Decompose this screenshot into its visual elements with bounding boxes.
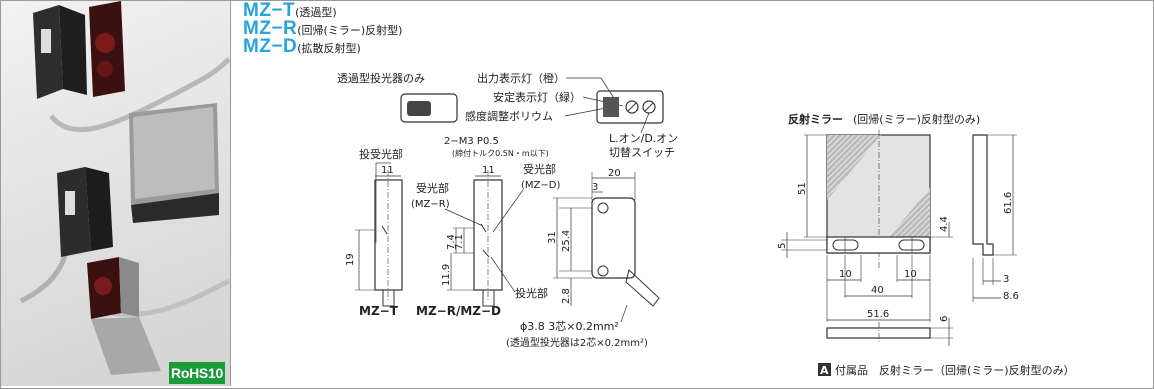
- rx-d-label: 受光部: [523, 162, 556, 176]
- mirror-title-sub: (回帰(ミラー)反射型のみ): [853, 112, 980, 126]
- cable: [19, 250, 69, 304]
- cable: [110, 278, 230, 317]
- mz-rd-cable: [482, 289, 495, 307]
- stable-led-label: 安定表示灯（緑）: [493, 90, 581, 104]
- mz-t-lens: [381, 225, 388, 235]
- side-view-cable: [625, 269, 660, 307]
- cable-note: (透過型投光器は2芯×0.2mm²): [506, 336, 648, 349]
- sensor-photo: [57, 167, 113, 257]
- cable: [49, 57, 230, 132]
- dim-6: 6: [939, 316, 950, 322]
- accessory-badge-text: A: [820, 364, 829, 377]
- product-photo: RoHS10: [1, 1, 231, 386]
- model-title-t: MZ−T(透過型): [243, 0, 402, 21]
- sensor-photo: [33, 5, 87, 99]
- mirror-bottom-view: [826, 327, 931, 339]
- dim-11-9: 11.9: [441, 264, 452, 286]
- model-code: MZ−R: [243, 18, 298, 39]
- rx-r-label: 受光部: [416, 181, 449, 195]
- emitter-window: [407, 101, 431, 116]
- switch-label-bottom: 切替スイッチ: [609, 145, 675, 159]
- drawing-svg: 透過型投光器のみ 出力表示灯（橙） 安定表示灯（緑） 感度調整ボリウム L.オン…: [337, 71, 1075, 377]
- mirror-side-view: [972, 134, 994, 256]
- dimension-drawing: MZ−T(透過型) MZ−R(回帰(ミラー)反射型) MZ−D(拡散反射型) 透…: [231, 0, 1153, 389]
- emitter-top-view: [400, 93, 458, 123]
- switch-label-top: L.オン/D.オン: [609, 132, 678, 145]
- model-desc: (回帰(ミラー)反射型): [297, 24, 403, 37]
- mirror-base: [826, 236, 931, 254]
- model-title-d: MZ−D(拡散反射型): [243, 36, 402, 57]
- mz-t-cable: [382, 289, 395, 307]
- dim-11-rd: 11: [482, 165, 495, 176]
- dim-11-t: 11: [381, 165, 394, 176]
- dim-51: 51: [797, 182, 808, 195]
- side-view-body: [591, 197, 636, 279]
- dim-20: 20: [608, 168, 621, 179]
- mz-t-body: [374, 179, 403, 291]
- sensitivity-label: 感度調整ボリウム: [465, 109, 553, 123]
- sensor-top-view: [596, 90, 664, 124]
- mirror-hatch: [889, 188, 930, 237]
- mz-t-label: MZ−T: [359, 304, 399, 318]
- mz-rd-lens-rx: [480, 223, 487, 233]
- dim-3: 3: [592, 182, 598, 193]
- rohs-badge: RoHS10: [169, 362, 225, 384]
- dim-3-side: 3: [1003, 274, 1009, 285]
- reflector-photo: [129, 103, 219, 223]
- product-photo-art: [19, 1, 230, 375]
- model-desc: (拡散反射型): [297, 42, 361, 55]
- rx-r-sub: (MZ−R): [411, 199, 450, 210]
- model-code: MZ−T: [243, 0, 296, 21]
- model-code: MZ−D: [243, 36, 298, 57]
- sensor-photo: [89, 1, 125, 97]
- mirror-slot-left: [832, 239, 859, 251]
- accessory-footer: 付属品 反射ミラー（回帰(ミラー)反射型のみ）: [835, 363, 1075, 377]
- torque-label: (締付トルク0.5N・m以下): [452, 148, 549, 158]
- dim-25-4: 25.4: [561, 230, 572, 252]
- model-desc: (透過型): [295, 6, 337, 19]
- rx-d-sub: (MZ−D): [521, 180, 560, 191]
- dim-8-6: 8.6: [1003, 291, 1019, 302]
- dim-10-right: 10: [904, 269, 917, 280]
- mirror-title: 反射ミラー: [788, 112, 843, 126]
- model-titles: MZ−T(透過型) MZ−R(回帰(ミラー)反射型) MZ−D(拡散反射型): [243, 0, 403, 57]
- accessory-badge: [818, 363, 831, 376]
- emitter-only-label: 透過型投光器のみ: [337, 71, 425, 85]
- dim-10-left: 10: [839, 269, 852, 280]
- lens-t-label: 投受光部: [359, 147, 403, 161]
- cable-spec: ϕ3.8 3芯×0.2mm²: [520, 319, 619, 333]
- dim-7-4: 7.4: [446, 234, 457, 250]
- tx-label: 投光部: [515, 286, 548, 300]
- dim-61-6: 61.6: [1003, 192, 1014, 214]
- mz-rd-label: MZ−R/MZ−D: [416, 304, 501, 318]
- output-led-label: 出力表示灯（橙）: [477, 71, 565, 85]
- dim-40: 40: [871, 285, 884, 296]
- dim-51-6: 51.6: [867, 309, 889, 320]
- dim-19: 19: [345, 253, 356, 266]
- mirror-slot-right: [898, 239, 925, 251]
- model-title-r: MZ−R(回帰(ミラー)反射型): [243, 18, 403, 39]
- sensor-photo: [87, 257, 161, 375]
- dim-2-8: 2.8: [561, 288, 572, 304]
- mirror-hatch: [827, 135, 881, 200]
- screw-label: 2−M3 P0.5: [444, 136, 499, 147]
- dim-31: 31: [547, 231, 558, 244]
- dim-4-4: 4.4: [939, 216, 950, 232]
- dim-5: 5: [777, 243, 788, 249]
- dim-7-1: 7.1: [454, 234, 465, 250]
